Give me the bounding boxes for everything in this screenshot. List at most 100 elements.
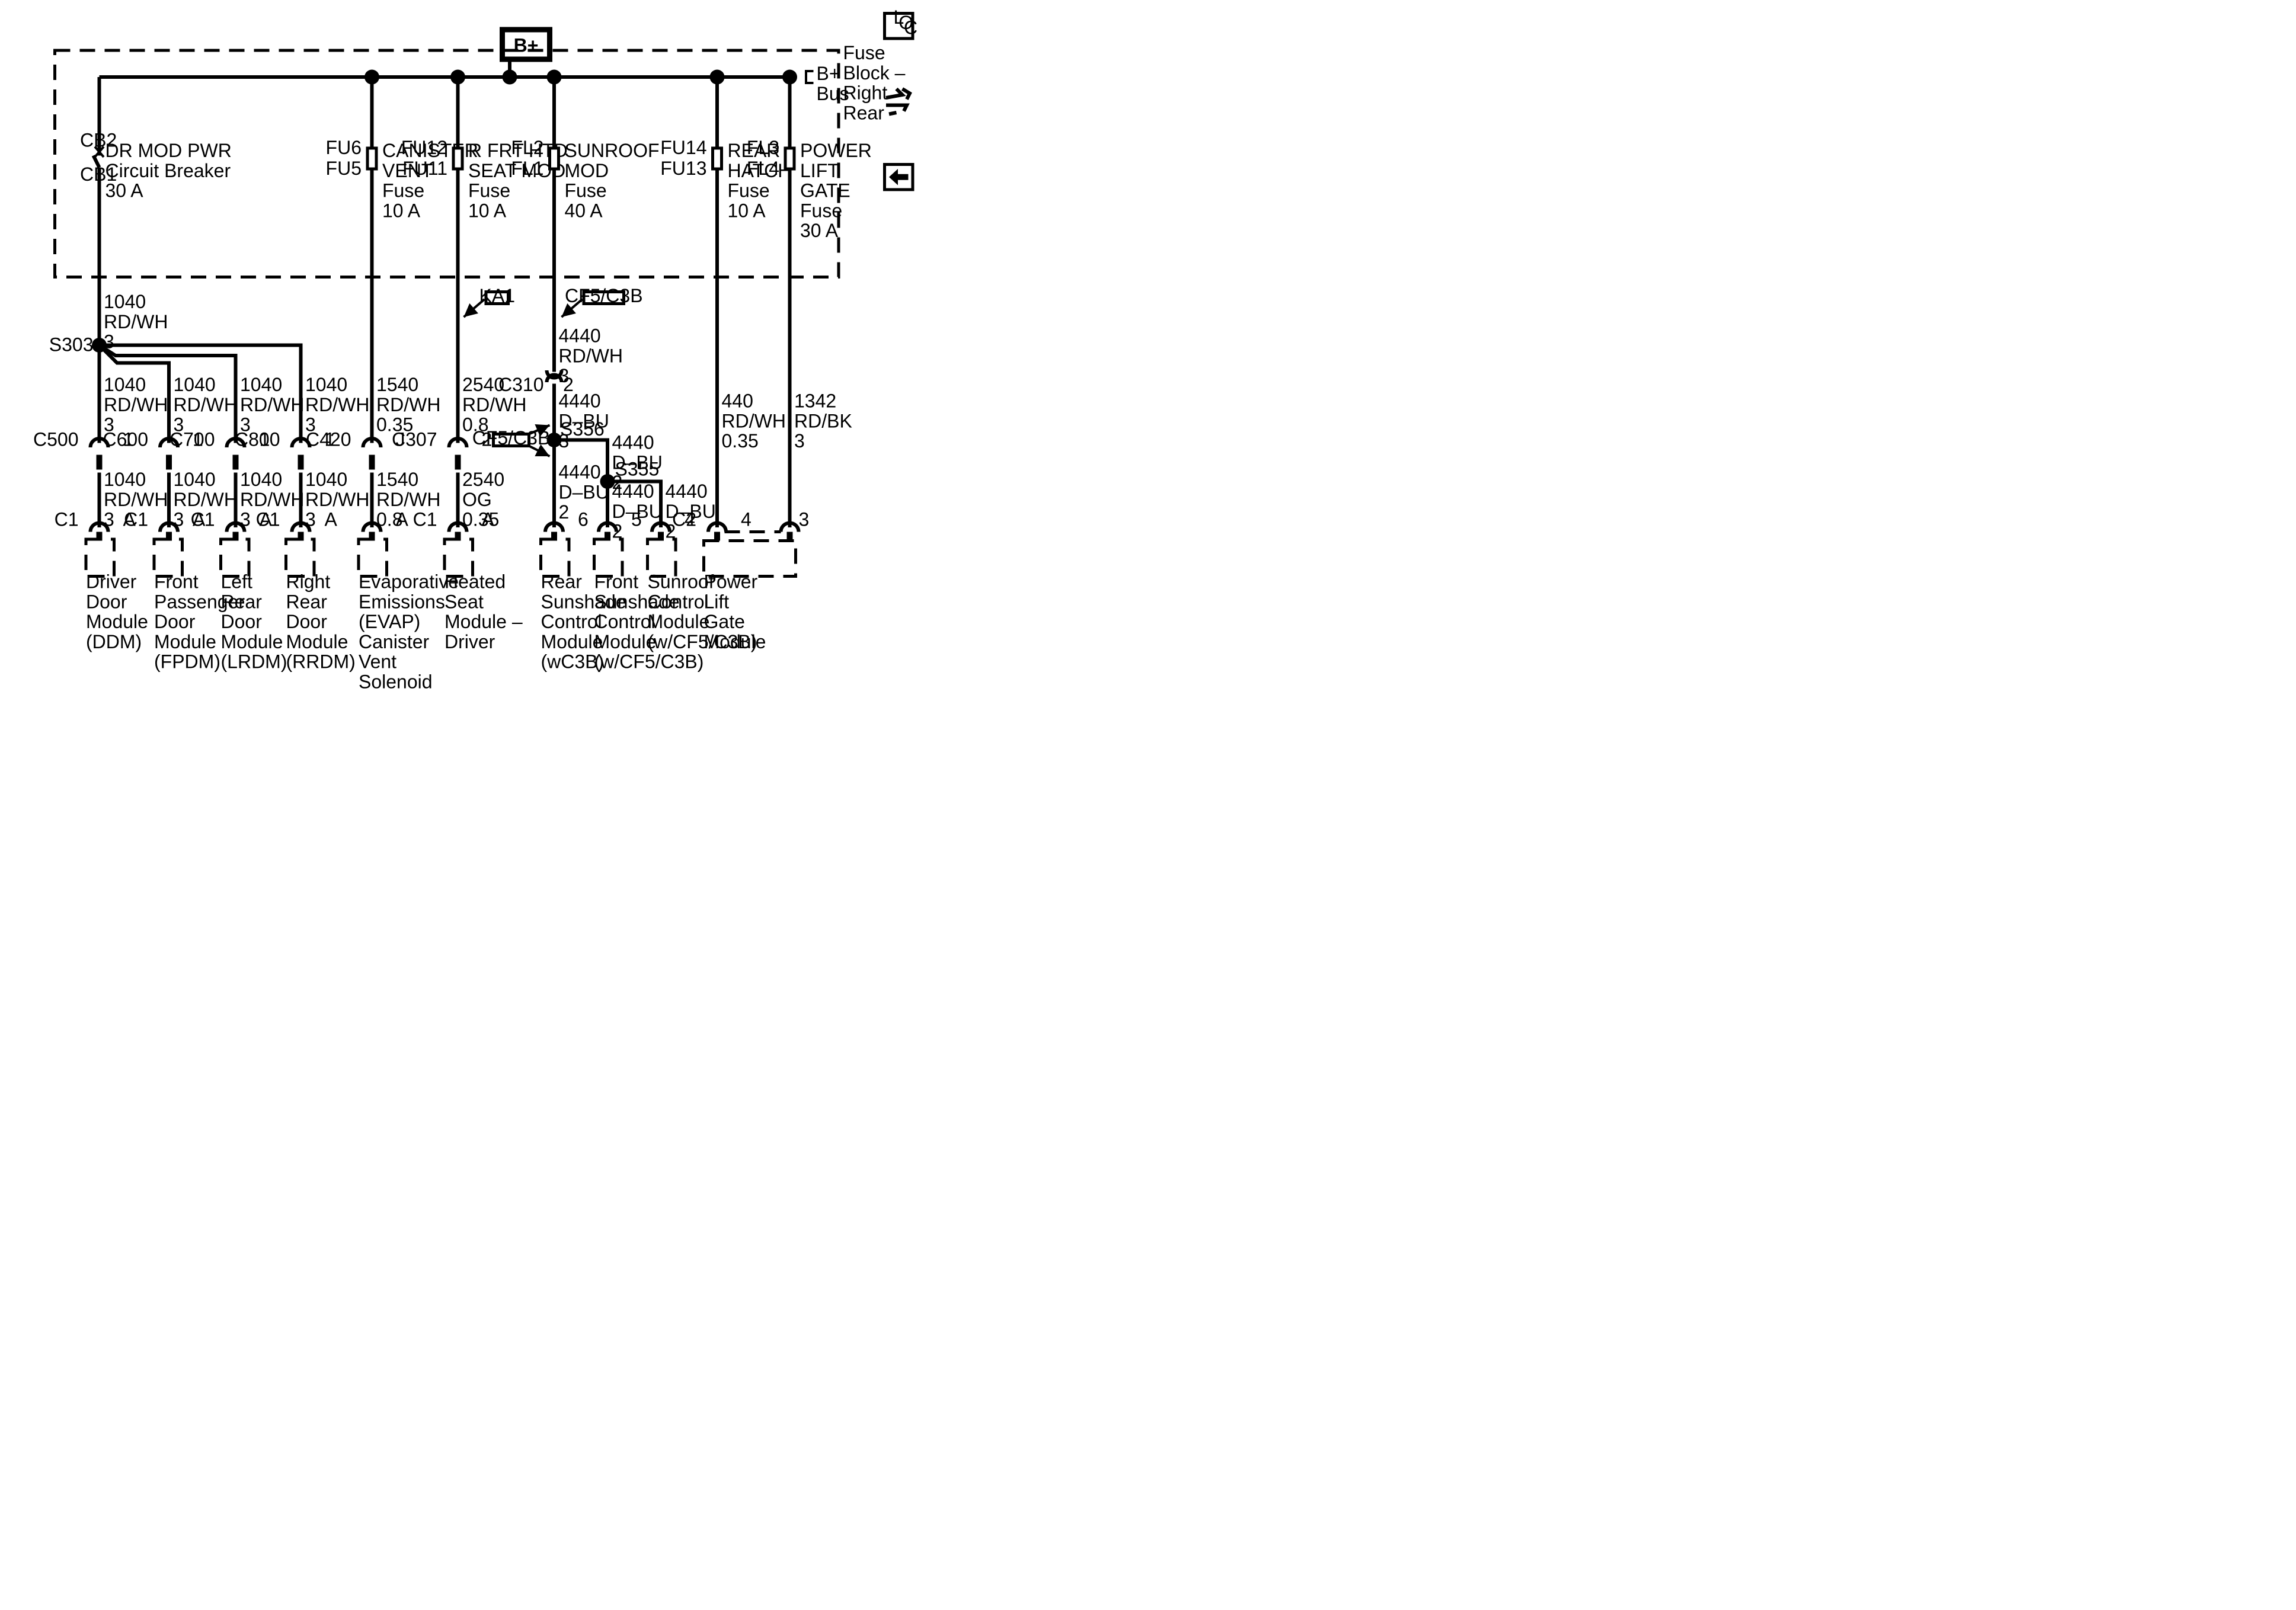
- wire-1040-label: RD/WH: [305, 489, 369, 510]
- module-seat-label: Seat: [445, 591, 484, 612]
- wire-1040-label: RD/WH: [104, 489, 168, 510]
- option-ka1-arrow-head: [463, 303, 478, 317]
- fuse-terminal-bottom: FL4: [747, 158, 779, 179]
- module-evap-pin: A: [396, 509, 409, 530]
- module-lrdm-pin-male: [232, 532, 239, 541]
- module-front_sunshade-label: (w/CF5/C3B): [594, 651, 704, 673]
- wire-2540-label: 2540: [462, 469, 504, 490]
- module-rrdm-label: Module: [286, 631, 348, 652]
- wire-1040-label: 1040: [240, 469, 282, 490]
- fuse-terminal-bottom: FU5: [326, 158, 362, 179]
- module-fpdm-connector-name: C1: [124, 509, 148, 530]
- breaker-contact-mark: [94, 146, 105, 158]
- connector-c307-female: [447, 437, 469, 448]
- wire-1040-label: 3: [305, 414, 316, 436]
- module-seat-label: Driver: [445, 631, 495, 652]
- fuse-label: POWER: [800, 140, 872, 161]
- fuse-terminal-bottom: FU11: [402, 158, 447, 179]
- module-lrdm-box: [219, 537, 251, 578]
- fuse-label: Fuse: [728, 180, 770, 201]
- fuse-element: [548, 146, 560, 171]
- module-fpdm-label: Module: [154, 631, 216, 652]
- fuse-label: 10 A: [382, 200, 421, 221]
- wire-1040-label: RD/WH: [305, 394, 369, 415]
- option-cf5-top-box: [582, 290, 625, 305]
- module-sunroof-pin-male: [658, 532, 664, 541]
- module-evap-label: Solenoid: [359, 671, 433, 692]
- module-lrdm-pin: A: [260, 509, 273, 530]
- wire-1040-d: [99, 343, 303, 443]
- module-sunroof-label: (w/CF5/C3B): [648, 631, 757, 652]
- module-sunroof-label: Control: [648, 591, 709, 612]
- wire-2540-label: 0.35: [462, 509, 499, 530]
- breaker-label: 30 A: [105, 180, 144, 201]
- fuse-label: LIFT: [800, 160, 839, 181]
- bus-bracket: [805, 70, 814, 84]
- fuse-label: SUNROOF: [565, 140, 660, 161]
- wire-4440-label: 4440: [559, 462, 601, 483]
- module-ddm-connector: [88, 521, 110, 532]
- module-seat-connector: [447, 521, 469, 532]
- fuse-block-outline: [53, 49, 840, 279]
- connector-c420-name: C420: [306, 429, 351, 450]
- module-rrdm-connector: [290, 521, 312, 532]
- module-lrdm-connector-name: C1: [191, 509, 215, 530]
- module-rear_sunshade-pin-male: [551, 532, 557, 541]
- module-rear_sunshade-connector: [543, 521, 565, 532]
- module-fpdm-pin: A: [193, 509, 206, 530]
- connector-c700-name: C700: [170, 429, 215, 450]
- wire-1040-label: 3: [104, 414, 114, 436]
- wire-1040-label: 3: [240, 414, 251, 436]
- module-rrdm-label: Door: [286, 611, 328, 632]
- module-sunroof-label: Sunroof: [648, 571, 714, 593]
- module-rrdm-label: Rear: [286, 591, 328, 612]
- wire-440-label: 440: [722, 391, 753, 412]
- module-rear_sunshade-label: Sunshade: [541, 591, 626, 612]
- module-ddm-box: [84, 537, 116, 578]
- module-liftgate-box: [702, 539, 797, 578]
- module-fpdm-label: Front: [154, 571, 199, 593]
- module-sunroof-box: [646, 537, 677, 578]
- module-front_sunshade-pin: 5: [631, 509, 642, 530]
- fuse-label: REAR: [728, 140, 781, 161]
- wire-1540-label: RD/WH: [376, 394, 440, 415]
- connector-c310-pin: 2: [563, 374, 574, 395]
- connector-c420-pin: J: [396, 429, 405, 450]
- splice-s356-label: S356: [560, 418, 605, 440]
- fuse-block-label: Rear: [843, 102, 885, 123]
- connector-c307-pin: 2: [482, 429, 493, 450]
- wire-4440-label: D–BU: [559, 481, 609, 502]
- module-fpdm-label: Door: [154, 611, 196, 632]
- splice-s355-label: S355: [615, 459, 660, 480]
- module-liftgate-connector: [706, 521, 728, 532]
- wire-1040-c: [98, 343, 238, 443]
- wire-1040-label: RD/WH: [240, 394, 304, 415]
- module-liftgate-label: Power: [704, 571, 758, 593]
- wire-1040-label: RD/WH: [240, 489, 304, 510]
- module-evap-label: Evaporative: [359, 571, 459, 593]
- module-evap-label: Emissions: [359, 591, 445, 612]
- option-cf5-mid-arrow-down-head: [535, 444, 550, 456]
- breaker-label: DR MOD PWR: [105, 140, 232, 161]
- module-front_sunshade-label: Control: [594, 611, 655, 632]
- wire-1342-label: 1342: [794, 391, 836, 412]
- fuse-element: [452, 146, 464, 171]
- module-ddm-label: Driver: [86, 571, 137, 593]
- wire-1040-label: RD/WH: [104, 311, 168, 332]
- wire-1040-b: [98, 344, 171, 443]
- option-cf5-top-arrow-head: [561, 303, 576, 317]
- connector-c700-male: [232, 454, 239, 470]
- back-arrow-glyph: [889, 169, 909, 185]
- module-sunroof-connector: [650, 521, 671, 532]
- breaker-label: Circuit Breaker: [105, 160, 231, 181]
- wire-2540-label: 0.8: [462, 414, 488, 436]
- wire-1040-label: 1040: [104, 291, 146, 312]
- fuse-label: 40 A: [565, 200, 603, 221]
- module-seat-pin: A: [482, 509, 495, 530]
- fuse-label: MOD: [565, 160, 609, 181]
- wire-1040-label: 1040: [174, 469, 216, 490]
- module-fpdm-label: Passenger: [154, 591, 245, 612]
- wire-1540-label: 0.35: [376, 414, 413, 436]
- connector-c800-female: [290, 437, 312, 448]
